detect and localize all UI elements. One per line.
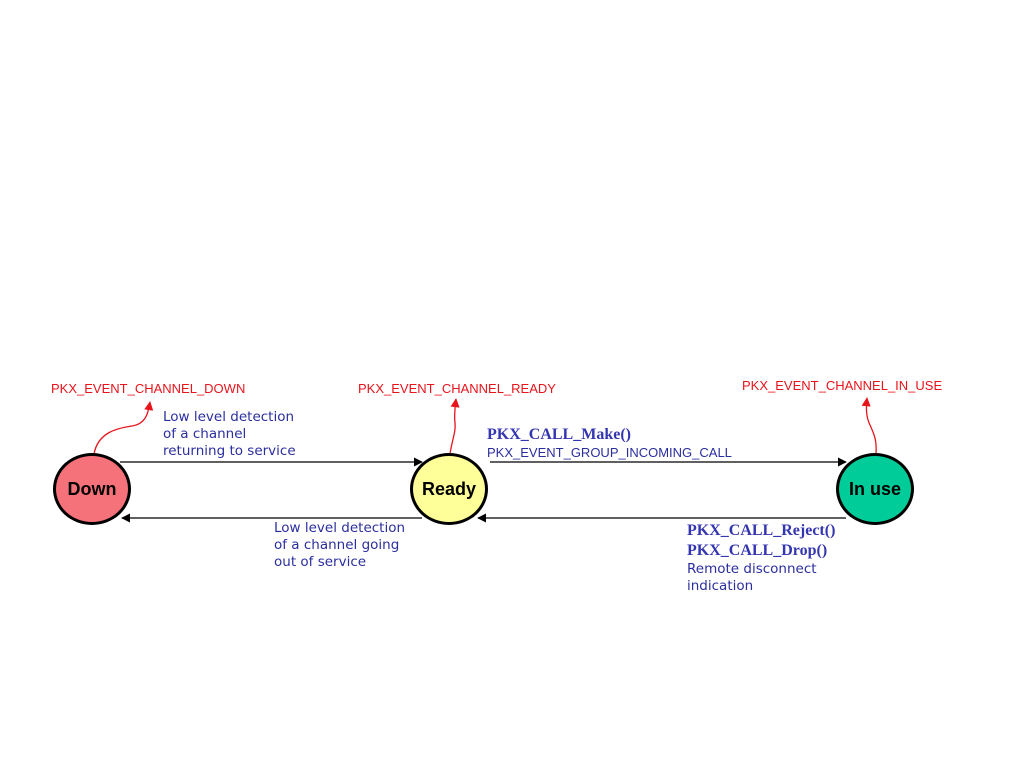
event-arrow-down [93, 401, 154, 455]
event-arrow-in-use [861, 397, 877, 455]
api-call-make: PKX_CALL_Make() [487, 426, 631, 443]
state-in-use: In use [836, 453, 914, 525]
note-ready-to-down: Low level detection of a channel going o… [274, 520, 405, 571]
note-line: Low level detection [274, 520, 406, 536]
note-down-to-ready: Low level detection of a channel returni… [163, 409, 296, 460]
note-remote-disconnect: Remote disconnect indication [687, 561, 817, 595]
note-line: returning to service [163, 443, 296, 459]
state-ready-label: Ready [421, 478, 477, 499]
state-ready: Ready [410, 453, 488, 525]
api-call-drop: PKX_CALL_Drop() [687, 542, 828, 559]
event-label-channel-down: PKX_EVENT_CHANNEL_DOWN [51, 381, 246, 396]
note-line: Low level detection [163, 409, 295, 425]
note-line: out of service [274, 554, 367, 570]
note-line: Remote disconnect [687, 561, 817, 577]
note-line: indication [687, 578, 754, 594]
note-line: of a channel [163, 426, 247, 442]
api-call-reject: PKX_CALL_Reject() [687, 522, 836, 539]
state-down: Down [53, 453, 131, 525]
note-line: of a channel going [274, 537, 400, 553]
event-arrow-ready [449, 398, 460, 455]
state-in-use-label: In use [848, 478, 901, 499]
event-label-channel-ready: PKX_EVENT_CHANNEL_READY [358, 381, 556, 396]
event-label-channel-in-use: PKX_EVENT_CHANNEL_IN_USE [742, 378, 943, 393]
event-group-incoming-call: PKX_EVENT_GROUP_INCOMING_CALL [487, 445, 732, 460]
api-call-reject-drop: PKX_CALL_Reject() PKX_CALL_Drop() [687, 521, 835, 561]
state-down-label: Down [67, 478, 117, 499]
